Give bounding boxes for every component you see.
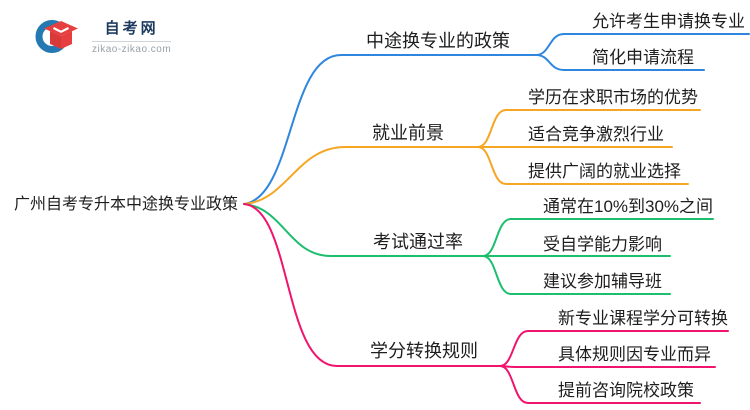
child-curve (499, 365, 701, 404)
branch-label-career: 就业前景 (372, 123, 444, 143)
leaf-node: 提供广阔的就业选择 (528, 162, 681, 181)
child-curve (482, 218, 714, 257)
branch-label-passrate: 考试通过率 (373, 232, 463, 252)
leaf-node: 受自学能力影响 (543, 235, 662, 254)
central-topic: 广州自考专升本中途换专业政策 (14, 196, 239, 213)
branch-lines-policy (243, 33, 750, 205)
leaf-node: 新专业课程学分可转换 (558, 309, 728, 328)
leaf-node: 简化申请流程 (592, 48, 694, 67)
logo-text: 自考网 zikao-zikao.com (92, 17, 172, 55)
branch-lines-career (243, 109, 701, 205)
logo-domain: zikao-zikao.com (92, 44, 172, 55)
site-logo: 自考网 zikao-zikao.com (34, 15, 172, 57)
child-curve (499, 330, 729, 367)
child-curve (535, 33, 750, 56)
branch-curve (243, 203, 501, 367)
leaf-node: 适合竞争激烈行业 (528, 125, 664, 144)
branch-label-credits: 学分转换规则 (370, 341, 478, 361)
graduation-cap-logo-icon (35, 20, 78, 53)
leaf-node: 建议参加辅导班 (543, 272, 662, 291)
branch-label-policy: 中途换专业的政策 (366, 31, 510, 51)
child-curve (477, 109, 701, 148)
logo-title: 自考网 (104, 20, 159, 37)
leaf-node: 具体规则因专业而异 (558, 345, 711, 364)
child-curve (477, 146, 689, 185)
child-curve (499, 365, 716, 368)
leaf-node: 提前咨询院校政策 (558, 381, 694, 400)
branch-lines-credits (243, 203, 729, 404)
child-curve (482, 255, 671, 295)
branch-curve (243, 203, 484, 257)
branch-curve (243, 54, 537, 205)
branch-curve (243, 146, 479, 205)
leaf-node: 通常在10%到30%之间 (543, 197, 714, 216)
child-curve (535, 54, 705, 71)
leaf-node: 允许考生申请换专业 (592, 12, 745, 31)
logo-divider (92, 41, 172, 42)
branch-lines-passrate (243, 203, 714, 295)
leaf-node: 学历在求职市场的优势 (528, 88, 698, 107)
